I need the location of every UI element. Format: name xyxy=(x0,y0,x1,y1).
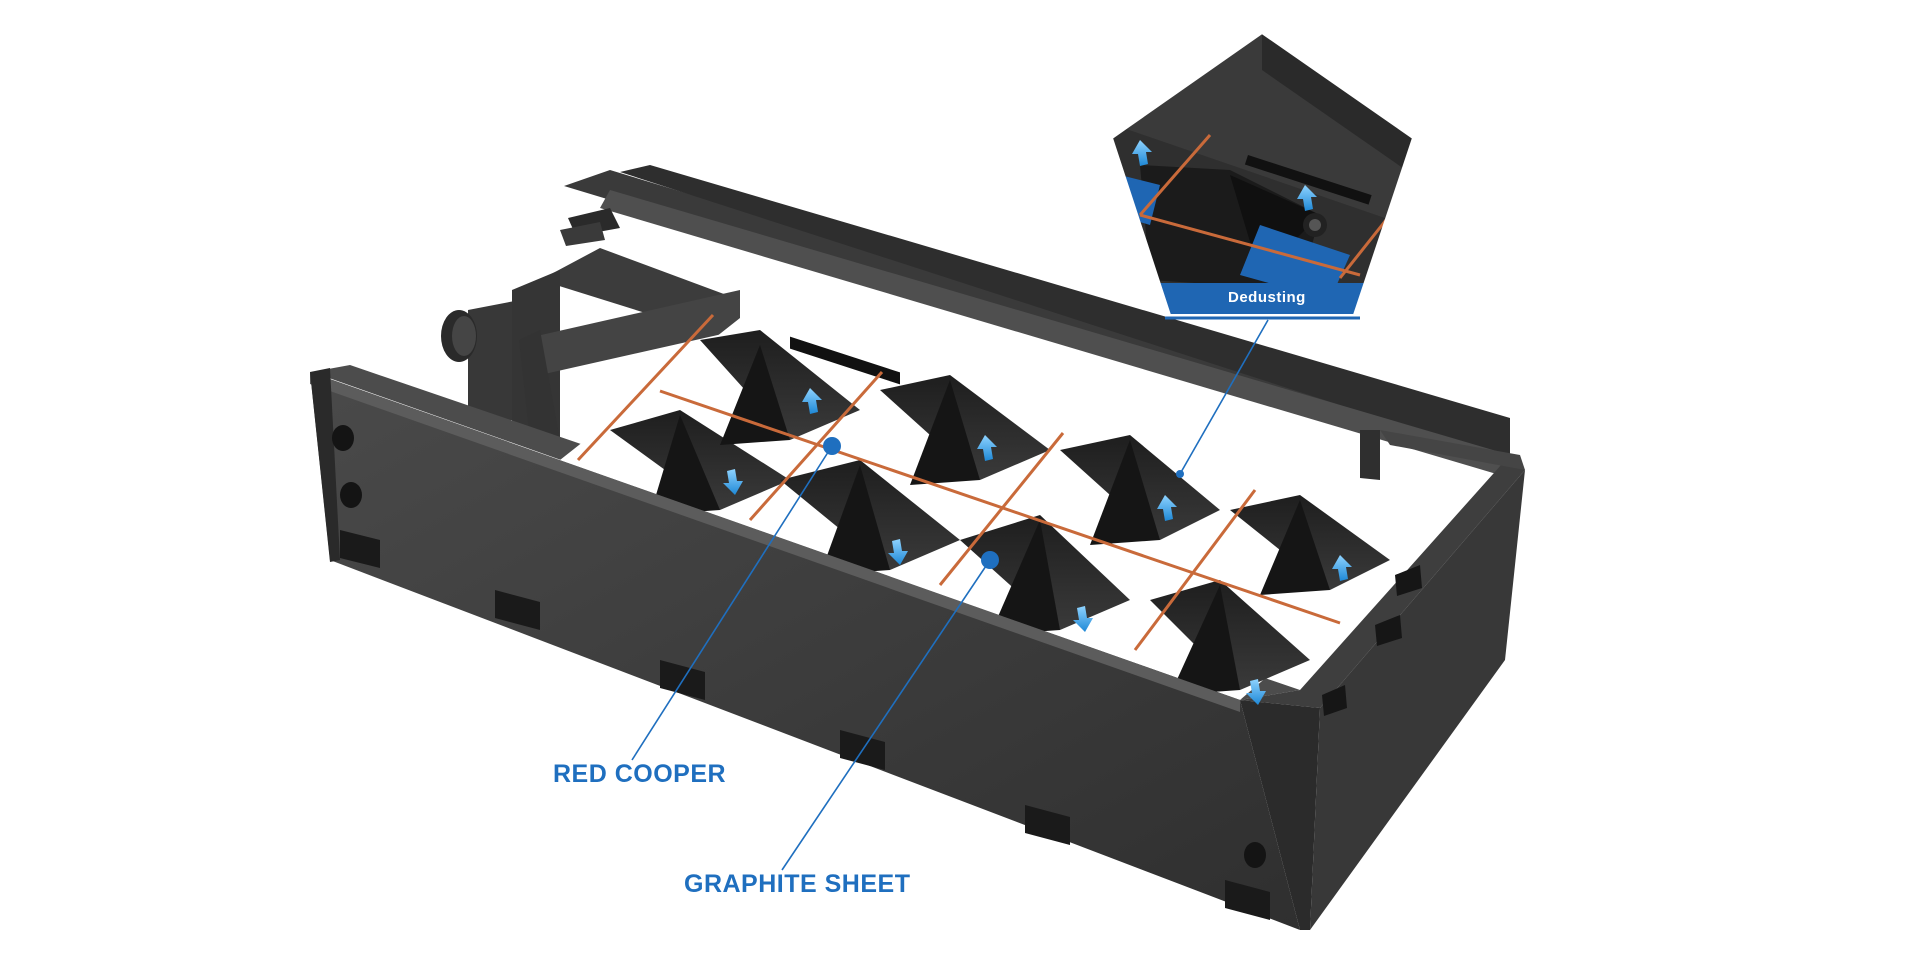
rear-rail xyxy=(560,165,1510,480)
graphite-marker xyxy=(981,551,999,569)
blue-arrow-icon xyxy=(1332,555,1352,581)
graphite-sheet-label: GRAPHITE SHEET xyxy=(684,870,911,898)
blue-arrow-icon xyxy=(1073,606,1093,632)
dedusting-marker xyxy=(1176,470,1184,478)
red-copper-label: RED COOPER xyxy=(553,760,727,788)
airflow-arrows xyxy=(723,388,1352,705)
rear-support xyxy=(441,248,740,440)
copper-dividers xyxy=(576,313,1341,651)
blue-arrow-icon xyxy=(723,469,743,495)
blue-arrow-icon xyxy=(977,435,997,461)
dedusting-inset xyxy=(1110,31,1415,320)
blue-arrow-icon xyxy=(888,539,908,565)
frame-front-wall xyxy=(310,368,1525,930)
cell-grid xyxy=(560,318,1420,700)
blue-arrow-icon xyxy=(1246,679,1266,705)
leader-graphite-sheet xyxy=(781,559,991,871)
leader-red-copper xyxy=(631,445,833,761)
leader-dedusting xyxy=(1179,319,1269,475)
leader-lines xyxy=(631,319,1269,871)
blue-arrow-icon xyxy=(1157,495,1177,521)
red-copper-marker xyxy=(823,437,841,455)
blue-arrow-icon xyxy=(802,388,822,414)
marker-dots xyxy=(823,437,1184,569)
dedusting-label: Dedusting xyxy=(1228,289,1306,306)
